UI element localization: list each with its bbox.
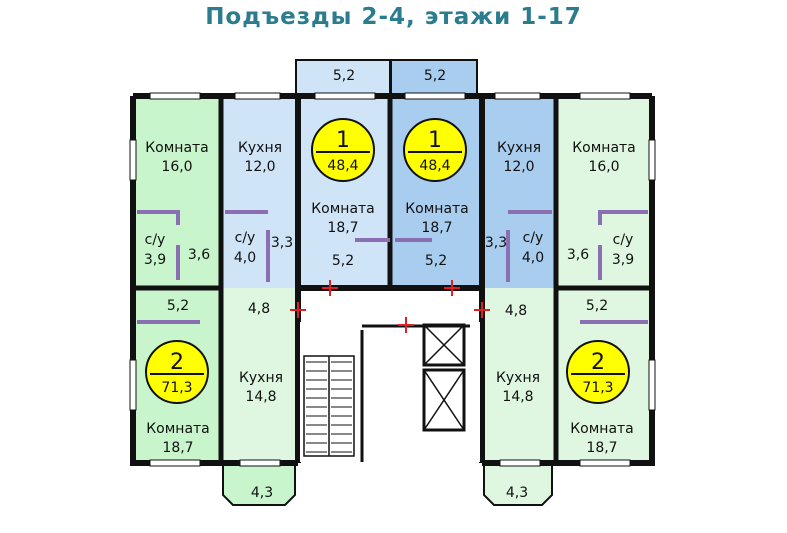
- kitchen-left-bottom: [221, 288, 298, 461]
- label-room-mid-right-area: 18,7: [421, 220, 452, 236]
- page-title: Подъезды 2-4, этажи 1-17: [205, 4, 582, 30]
- badge-rooms: 2: [170, 350, 184, 375]
- label-balcony-bottom-right: 4,3: [506, 485, 528, 501]
- hall-left: [133, 288, 221, 318]
- label-hall-right-area: 5,2: [586, 298, 608, 314]
- badge-area: 71,3: [161, 380, 192, 396]
- badge-rooms: 2: [591, 350, 605, 375]
- partitions: [137, 210, 648, 324]
- badge-area: 71,3: [582, 380, 613, 396]
- label-hall-mr-area: 5,2: [425, 253, 447, 269]
- label-bath-l-area: 3,3: [271, 235, 293, 251]
- label-room-mid-left-name: Комната: [311, 201, 375, 217]
- room-right-top: [556, 98, 652, 288]
- label-room-left-top-name: Комната: [145, 140, 209, 156]
- label-wc-rr: с/у: [613, 232, 634, 248]
- windows: [129, 92, 656, 467]
- label-hall-ml-area: 5,2: [332, 253, 354, 269]
- label-room-mid-right-name: Комната: [405, 201, 469, 217]
- label-wc-rr-area: 3,9: [612, 252, 634, 268]
- label-balcony-top-right: 5,2: [424, 68, 446, 84]
- label-kitchen-right-bottom-name: Кухня: [496, 370, 540, 386]
- label-kitchen-left-top-name: Кухня: [238, 140, 282, 156]
- label-room-right-top-area: 16,0: [588, 159, 619, 175]
- label-wc-r: с/у: [523, 230, 544, 246]
- label-kitchen-left-bottom-name: Кухня: [239, 370, 283, 386]
- label-kitchen-right-top-name: Кухня: [497, 140, 541, 156]
- kitchen-right-top: [482, 98, 556, 288]
- label-room-left-bottom-area: 18,7: [162, 440, 193, 456]
- label-balcony-top-left: 5,2: [333, 68, 355, 84]
- badge-apt-2-right: 2 71,3: [566, 340, 630, 404]
- label-kitchen-right-bottom-area: 14,8: [502, 389, 533, 405]
- label-kitchen-left-bottom-area: 14,8: [245, 389, 276, 405]
- label-hall-left-area: 5,2: [167, 298, 189, 314]
- label-room-left-top-area: 16,0: [161, 159, 192, 175]
- label-balcony-bottom-left: 4,3: [251, 485, 273, 501]
- label-wc-l: с/у: [235, 230, 256, 246]
- label-kitchen-right-top-area: 12,0: [503, 159, 534, 175]
- stair-core: [300, 322, 480, 462]
- badge-apt-2-left: 2 71,3: [145, 340, 209, 404]
- label-room-right-bottom-area: 18,7: [586, 440, 617, 456]
- label-wc-ll-area: 3,9: [144, 252, 166, 268]
- kitchen-right-bottom: [482, 288, 556, 461]
- badge-rooms: 1: [428, 128, 442, 153]
- badge-apt-1-right: 1 48,4: [403, 118, 467, 182]
- label-bath-rr-area: 3,6: [567, 247, 589, 263]
- label-wc-r-area: 4,0: [522, 250, 544, 266]
- badge-area: 48,4: [419, 158, 450, 174]
- balcony-top-left: [295, 59, 391, 96]
- label-wc-ll: с/у: [145, 232, 166, 248]
- label-room-left-bottom-name: Комната: [146, 421, 210, 437]
- label-hall-left2-area: 4,8: [248, 301, 270, 317]
- label-bath-r-area: 3,3: [485, 235, 507, 251]
- badge-area: 48,4: [327, 158, 358, 174]
- stair-treads: [306, 361, 352, 453]
- entrance-doors: [290, 280, 490, 333]
- label-kitchen-left-top-area: 12,0: [244, 159, 275, 175]
- label-room-mid-left-area: 18,7: [327, 220, 358, 236]
- label-wc-l-area: 4,0: [234, 250, 256, 266]
- badge-apt-1-left: 1 48,4: [311, 118, 375, 182]
- room-labels: 5,2 5,2 Комната 16,0 Кухня 12,0 Комната …: [144, 68, 636, 501]
- walls: [130, 93, 655, 466]
- label-room-right-bottom-name: Комната: [570, 421, 634, 437]
- kitchen-left-top: [221, 98, 298, 288]
- label-hall-right2-area: 4,8: [505, 303, 527, 319]
- badge-rooms: 1: [336, 128, 350, 153]
- balcony-top-right: [390, 59, 478, 96]
- label-bath-ll-area: 3,6: [188, 247, 210, 263]
- hall-right: [556, 288, 652, 318]
- label-room-right-top-name: Комната: [572, 140, 636, 156]
